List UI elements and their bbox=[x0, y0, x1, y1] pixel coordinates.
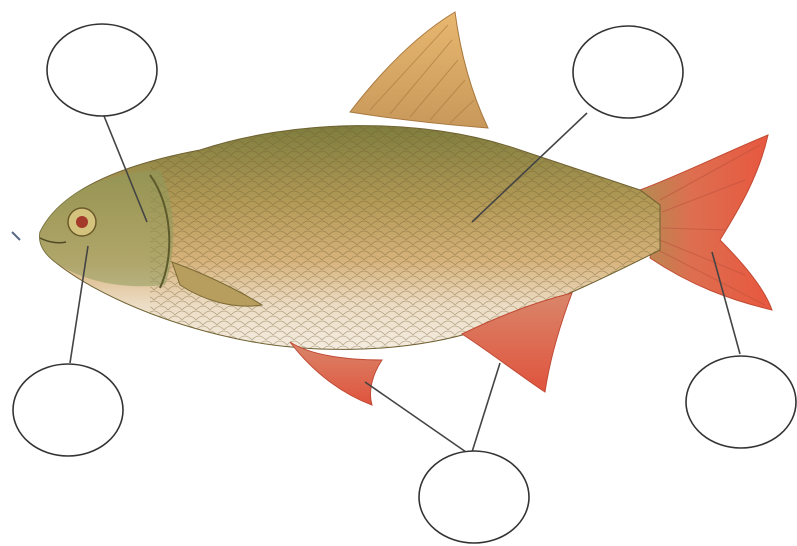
label-circle-lower-fins[interactable] bbox=[419, 451, 529, 543]
pointer-line-anal bbox=[472, 363, 500, 452]
label-circle-tail-fin[interactable] bbox=[686, 356, 796, 448]
label-circle-mouth[interactable] bbox=[13, 364, 123, 456]
fish-scales bbox=[150, 110, 670, 360]
pelvic-fin bbox=[290, 342, 382, 405]
fish-pupil bbox=[76, 216, 88, 228]
stray-mark bbox=[12, 232, 20, 240]
fish-head bbox=[40, 170, 174, 286]
label-circle-body-scales[interactable] bbox=[573, 26, 683, 118]
pointer-line-pelvic bbox=[365, 382, 466, 452]
label-circle-head[interactable] bbox=[47, 24, 157, 116]
dorsal-fin bbox=[350, 12, 488, 128]
